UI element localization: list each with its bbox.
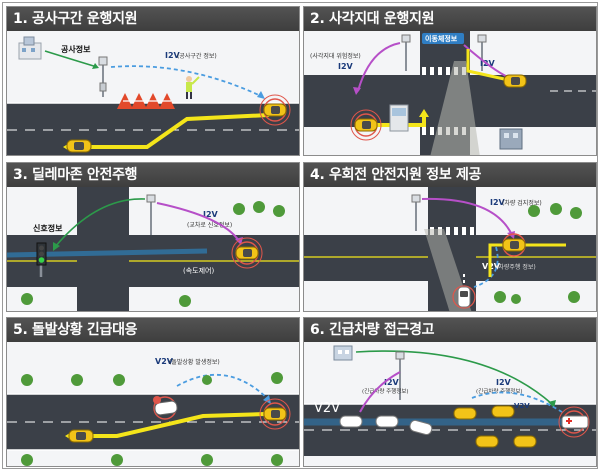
panel-title: 1. 공사구간 운행지원 (7, 7, 299, 31)
rsu-pole-icon (395, 351, 405, 400)
rsu-pole-icon (411, 194, 421, 231)
v2v-label: V2V (155, 357, 174, 366)
road (7, 103, 299, 155)
vehicle-path (488, 243, 566, 277)
worker-icon (186, 76, 200, 99)
i2v-label: I2V (165, 51, 181, 60)
i2v-left-label: I2V (338, 62, 354, 71)
scene-construction-zone: 공사정보 I2V (공사구간 정보) (7, 36, 299, 155)
v2v-arrow (176, 373, 270, 401)
road-vertical (77, 187, 129, 311)
scene-right-turn: I2V (차량 검지정보) V2V (차량주행 정보) (304, 187, 596, 311)
tree-icon (21, 372, 283, 466)
i2v-label: I2V (203, 210, 219, 219)
building-icon (333, 345, 353, 361)
i2v-right-detail-label: (긴급차량 주행정보) (476, 387, 523, 395)
v2v-detail-label: (차량주행 정보) (496, 263, 536, 271)
car-icon (339, 405, 537, 448)
panel-title: 6. 긴급차량 접근경고 (304, 318, 596, 342)
i2v-arrow (156, 202, 240, 242)
i2v-arrow (110, 65, 264, 98)
building-icon (499, 128, 523, 150)
i2v-detail-label: (공사구간 정보) (177, 52, 217, 60)
i2v-arrow (421, 197, 513, 236)
i2v-detail-label: (차량 검지정보) (502, 199, 542, 207)
control-center-arrow (355, 350, 553, 405)
rsu-pole-icon (146, 194, 156, 235)
blindspot-detail-label: (사각지대 위험정보) (310, 52, 361, 60)
traffic-signal-icon (36, 242, 47, 277)
i2v-arrow-left (357, 42, 401, 92)
panel-construction-zone: 1. 공사구간 운행지원 공사정보 I2V (공사구간 정보) (6, 6, 300, 156)
scene-dilemma-zone: 신호정보 I2V (교차로 신호정보) (속도제어) (7, 187, 299, 311)
panel-dilemma-zone: 3. 딜레마존 안전주행 신호정보 I2V (교차로 신호정보) (6, 162, 300, 312)
construction-info-label: 공사정보 (61, 44, 91, 54)
v2v-arrow-right (471, 391, 563, 413)
scene-emergency-vehicle: V2V I2V (긴급차량 주행정보) I2V (긴급차량 주행정보) V2V (304, 345, 596, 456)
v2v-left-label: V2V (314, 401, 340, 416)
connected-car-icon (502, 233, 526, 257)
scene-blind-spot: 이동체정보 (사각지대 위험정보) I2V I2V (304, 31, 596, 155)
tree-icon (21, 201, 285, 307)
rsu-pole-icon (401, 34, 487, 71)
ambulance-icon (558, 406, 590, 438)
i2v-arrow-left (359, 371, 401, 413)
panel-title: 2. 사각지대 운행지원 (304, 7, 596, 31)
vehicle-path (67, 113, 270, 149)
i2v-left-label: I2V (384, 378, 400, 387)
connected-car-icon (259, 94, 291, 126)
moving-object-info-badge (422, 33, 464, 44)
speed-control-label: (속도제어) (183, 266, 214, 275)
building-icon (18, 36, 42, 60)
incident-car-icon (153, 396, 178, 420)
i2v-label: I2V (490, 198, 506, 207)
signal-info-label: 신호정보 (33, 223, 63, 233)
panel-right-turn: 4. 우회전 안전지원 정보 제공 I2V (차량 검지정보) V2V (차량주… (303, 162, 597, 312)
panel-emergency-incident: 5. 돌발상황 긴급대응 V2V (돌발상황 발생정보) (6, 317, 300, 467)
connected-car-icon (231, 237, 263, 269)
bus-stop-icon (389, 104, 409, 132)
panel-title: 4. 우회전 안전지원 정보 제공 (304, 163, 596, 187)
connected-car-icon (259, 398, 291, 430)
v2v-detail-label: (돌발상황 발생정보) (169, 358, 220, 366)
i2v-right-label: I2V (496, 378, 512, 387)
construction-barrier-icon (117, 93, 175, 109)
signal-info-arrow (54, 198, 146, 248)
vehicle-path-right (466, 49, 505, 81)
i2v-left-detail-label: (긴급차량 주행정보) (362, 387, 409, 395)
connected-car-icon (350, 109, 382, 141)
tree-icon (494, 203, 582, 304)
i2v-detail-label: (교차로 신호정보) (187, 221, 232, 229)
panel-emergency-vehicle: 6. 긴급차량 접근경고 V2V I2V (긴급차량 주행정보) I2V (긴급… (303, 317, 597, 467)
v2v-right-label: V2V (514, 402, 530, 410)
car-icon (68, 429, 94, 443)
scene-emergency-incident: V2V (돌발상황 발생정보) (7, 357, 299, 466)
panel-blind-spot: 2. 사각지대 운행지원 이동체정보 (사각지대 위험정보) I2V I2V (303, 6, 597, 156)
panel-title: 5. 돌발상황 긴급대응 (7, 318, 299, 342)
car-icon (503, 74, 527, 88)
sensor-beam (430, 61, 480, 155)
car-icon (452, 285, 476, 309)
moving-object-info-label: 이동체정보 (425, 34, 458, 43)
car-icon (66, 139, 92, 153)
rsu-pole-icon (98, 56, 108, 97)
panel-title: 3. 딜레마존 안전주행 (7, 163, 299, 187)
